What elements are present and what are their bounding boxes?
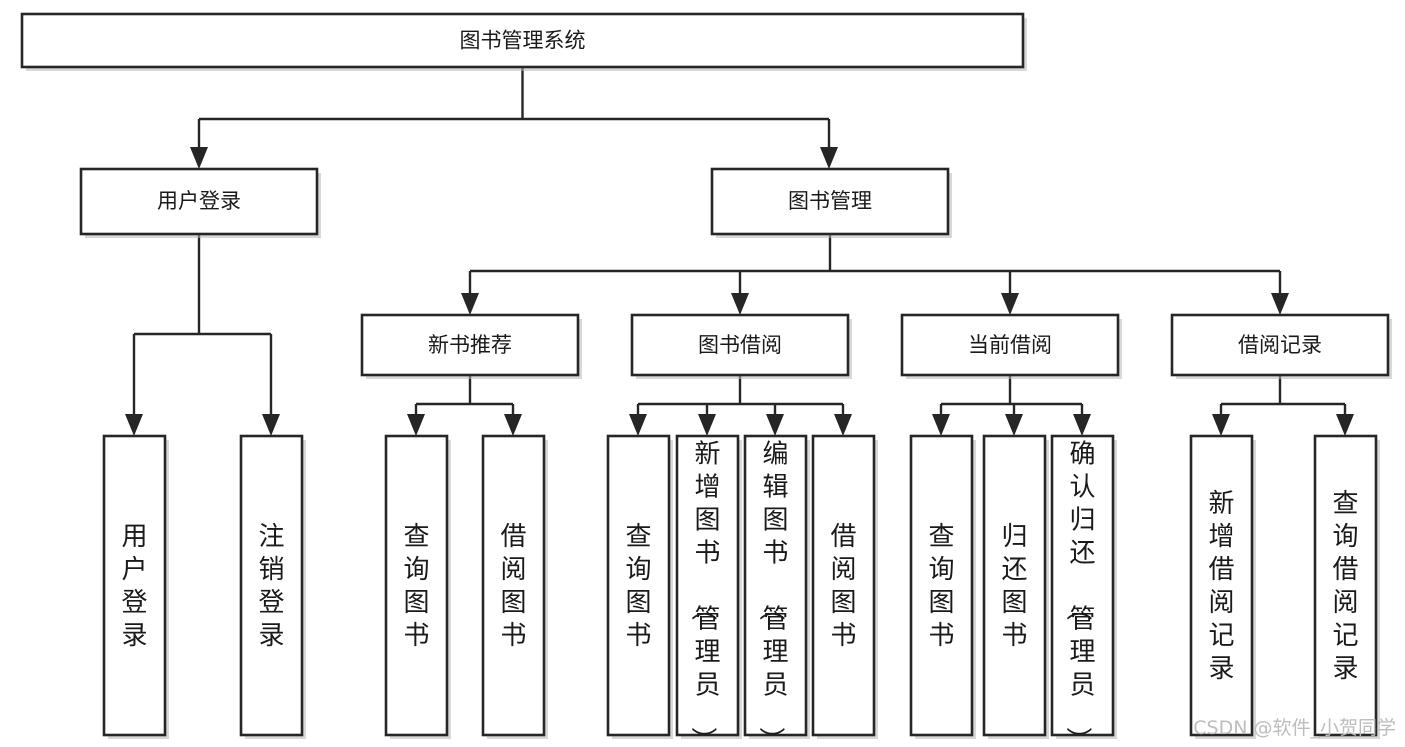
arrow-to-borrow-record [1271,293,1289,315]
node-book-management[interactable]: 图书管理 [710,167,952,238]
arrow-to-leaf-query-book-current [932,414,950,436]
borrow-record-box[interactable] [1170,313,1390,377]
node-borrow-record[interactable]: 借阅记录 [1170,313,1392,379]
leaf-label: 查询图书 [403,522,429,651]
connector-borrowrecord-to-leaves [1219,375,1347,417]
arrow-to-new-book-recommend [461,293,479,315]
leaf-node[interactable]: 确认归还（管理员） [1050,434,1117,747]
book-management-box[interactable] [710,167,950,236]
leaf-node[interactable]: 注销登录 [239,434,306,739]
leaf-label: 归还图书 [1001,522,1027,651]
connector-userlogin-to-leaves [132,234,273,417]
leaf-node[interactable]: 查询图书 [384,434,451,739]
arrow-to-leaf-add-borrow-record [1212,414,1230,436]
leaf-node[interactable]: 借阅图书 [481,434,548,739]
new-book-recommend-box[interactable] [360,313,580,377]
connector-root-to-level2 [197,67,831,150]
new-book-recommend-label: 新书推荐 [428,333,512,357]
leaf-box[interactable] [982,434,1047,737]
leaf-box[interactable] [384,434,449,737]
csdn-watermark: CSDN @软件_小贺同学 [1193,717,1396,739]
connector-bookborrow-to-leaves [636,375,845,417]
arrow-to-user-login [190,147,208,169]
node-book-borrow[interactable]: 图书借阅 [630,313,852,379]
leaf-label: 查询图书 [928,522,954,651]
arrow-to-leaf-query-book-recommend [407,414,425,436]
leaf-node[interactable]: 查询图书 [909,434,976,739]
arrow-to-leaf-return-book [1005,414,1023,436]
leaf-box[interactable] [1189,434,1254,737]
leaf-box[interactable] [1050,434,1115,737]
leaf-label: 用户登录 [121,522,147,651]
arrow-to-leaf-query-borrow-record [1336,414,1354,436]
user-login-box[interactable] [79,167,319,236]
arrow-to-leaf-borrow-book-recommend [504,414,522,436]
node-root[interactable]: 图书管理系统 [20,12,1027,71]
leaf-node-layer: 用户登录 注销登录 查询图书 借阅图书 查询图书 新增图书（管理员） 编辑图书（管理员） 借阅… [102,434,1380,747]
leaf-node[interactable]: 查询图书 [606,434,673,739]
leaf-label: 确认归还（管理员） [1062,440,1095,747]
arrow-to-leaf-add-book [698,414,716,436]
arrow-to-book-management [820,147,838,169]
borrow-record-label: 借阅记录 [1238,333,1322,357]
arrow-to-leaf-query-book-borrow [629,414,647,436]
leaf-box[interactable] [102,434,167,737]
leaf-label: 注销登录 [258,522,284,651]
leaf-label: 新增图书（管理员） [687,440,720,747]
user-login-label: 用户登录 [157,189,241,213]
connector-currentborrow-to-leaves [939,375,1084,417]
leaf-node[interactable]: 查询借阅记录 [1313,434,1380,739]
leaf-box[interactable] [239,434,304,737]
leaf-label: 编辑图书（管理员） [755,440,788,747]
arrow-to-book-borrow [731,293,749,315]
root-label: 图书管理系统 [460,29,586,53]
leaf-node[interactable]: 编辑图书（管理员） [743,434,810,747]
leaf-label: 借阅图书 [830,522,856,651]
connector-layer [132,67,1347,417]
node-current-borrow[interactable]: 当前借阅 [900,313,1122,379]
arrow-to-leaf-confirm-return [1073,414,1091,436]
leaf-node[interactable]: 归还图书 [982,434,1049,739]
leaf-box[interactable] [1313,434,1378,737]
book-management-label: 图书管理 [788,189,872,213]
arrow-to-leaf-edit-book [766,414,784,436]
root-box[interactable] [20,12,1025,69]
node-new-book-recommend[interactable]: 新书推荐 [360,313,582,379]
connector-bookmgmt-to-level3 [468,234,1282,296]
node-user-login[interactable]: 用户登录 [79,167,321,238]
leaf-node[interactable]: 用户登录 [102,434,169,739]
leaf-node[interactable]: 借阅图书 [811,434,878,739]
arrow-to-current-borrow [1001,293,1019,315]
leaf-box[interactable] [909,434,974,737]
leaf-label: 借阅图书 [500,522,526,651]
leaf-box[interactable] [811,434,876,737]
leaf-label: 查询图书 [625,522,651,651]
current-borrow-label: 当前借阅 [968,333,1052,357]
leaf-node[interactable]: 新增借阅记录 [1189,434,1256,739]
book-borrow-box[interactable] [630,313,850,377]
leaf-node[interactable]: 新增图书（管理员） [675,434,742,747]
arrow-to-leaf-borrow-book [834,414,852,436]
leaf-box[interactable] [481,434,546,737]
arrow-to-leaf-user-login [125,414,143,436]
leaf-label: 新增借阅记录 [1208,489,1234,684]
arrow-to-leaf-logout-login [262,414,280,436]
current-borrow-box[interactable] [900,313,1120,377]
leaf-label: 查询借阅记录 [1332,489,1358,684]
book-borrow-label: 图书借阅 [698,333,782,357]
leaf-box[interactable] [675,434,740,737]
leaf-box[interactable] [606,434,671,737]
leaf-box[interactable] [743,434,808,737]
connector-recommend-to-leaves [414,375,515,417]
